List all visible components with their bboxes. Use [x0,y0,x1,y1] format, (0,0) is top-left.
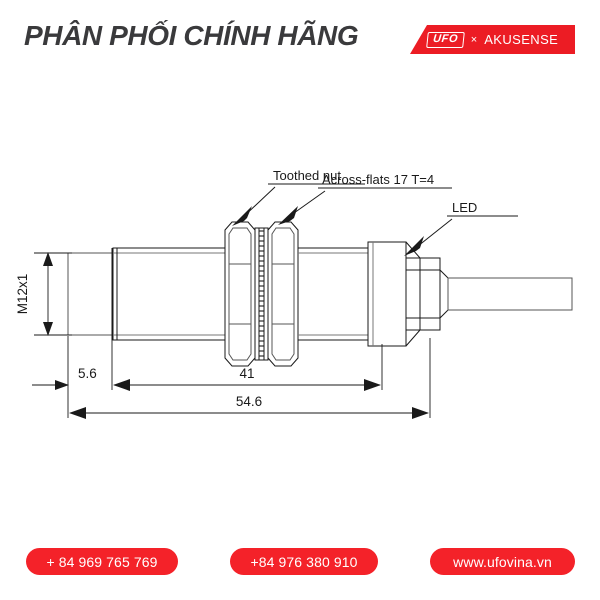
technical-drawing: Toothed nut Across-flats 17 T=4 LED M12x… [0,78,600,530]
callout-led: LED [452,200,477,215]
dimension-54-6: 54.6 [69,394,429,419]
cable [447,277,573,311]
dimension-41: 41 [113,366,381,391]
dimension-label-m12x1: M12x1 [15,274,30,315]
sensor-dimension-drawing: Toothed nut Across-flats 17 T=4 LED M12x… [15,168,573,419]
page-title: PHÂN PHỐI CHÍNH HÃNG [24,20,359,51]
dimension-5-6: 5.6 [32,366,97,390]
callout-across-flats: Across-flats 17 T=4 [322,172,434,187]
multiply-icon: × [470,33,478,46]
contact-phone-2[interactable]: +84 976 380 910 [230,548,378,575]
contact-phone-1[interactable]: + 84 969 765 769 [26,548,178,575]
hex-nut-left [224,221,256,367]
hex-nut-right [267,221,299,367]
dimension-label-41: 41 [239,366,254,381]
cable-gland [405,257,449,331]
contact-website[interactable]: www.ufovina.vn [430,548,575,575]
toothed-washer [254,227,269,361]
callout-toothed-nut: Toothed nut [273,168,341,183]
brand-badge: UFO × AKUSENSE [410,25,575,54]
ufo-logo-icon: UFO [425,31,465,48]
sensor-thread-right [297,247,369,341]
callout-leaders [240,183,518,251]
page-footer: + 84 969 765 769 +84 976 380 910 www.ufo… [0,530,600,600]
partner-brand-label: AKUSENSE [484,32,559,47]
dimension-m12x1: M12x1 [15,252,72,336]
callout-arrowheads [232,206,424,256]
sensor-barrel [67,247,226,341]
dimension-label-54-6: 54.6 [236,394,262,409]
witness-lines [67,336,431,418]
page-header: PHÂN PHỐI CHÍNH HÃNG UFO × AKUSENSE [0,0,600,78]
dimension-label-5-6: 5.6 [78,366,97,381]
